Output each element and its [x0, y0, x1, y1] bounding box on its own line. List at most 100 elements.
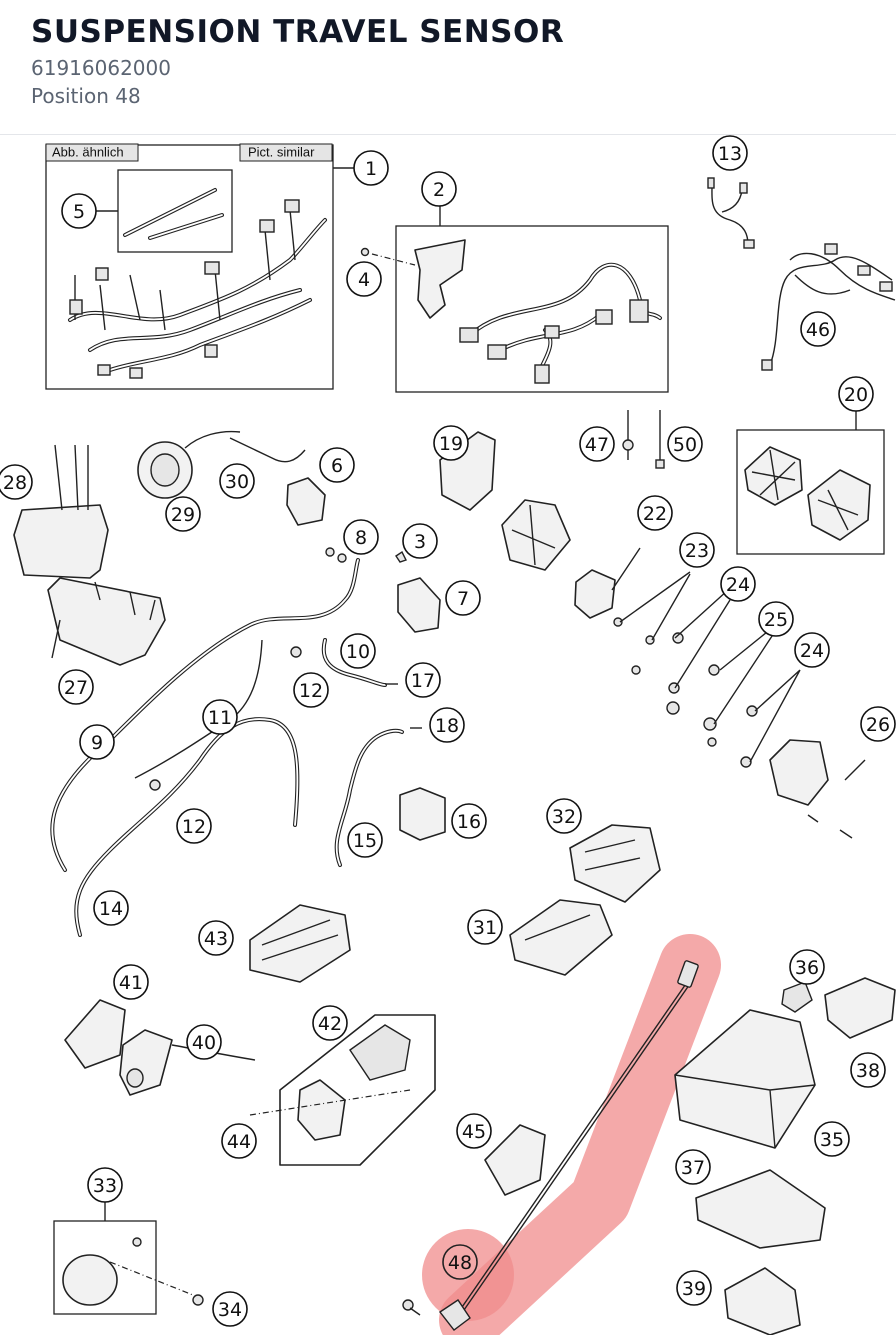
suspension-travel-sensor-cable: [402, 960, 699, 1331]
callout-label: 7: [457, 588, 469, 610]
highlight-blob: [422, 1229, 514, 1321]
callout-6[interactable]: 6: [319, 447, 355, 483]
callout-label: 29: [171, 504, 195, 526]
callout-label: 8: [355, 527, 367, 549]
sensor-bracket: [769, 739, 866, 839]
callout-24[interactable]: 24: [794, 632, 830, 668]
callout-label: 37: [681, 1157, 705, 1179]
callout-label: 11: [208, 707, 232, 729]
right-harness-group: [707, 177, 896, 371]
callout-label: 1: [365, 158, 377, 180]
callout-label: 39: [682, 1278, 706, 1300]
callout-label: 48: [448, 1252, 472, 1274]
callout-label: 6: [331, 455, 343, 477]
part-number: 61916062000: [31, 56, 171, 80]
callout-37[interactable]: 37: [675, 1149, 711, 1185]
callout-33[interactable]: 33: [87, 1167, 123, 1203]
callout-44[interactable]: 44: [221, 1123, 257, 1159]
callout-label: 33: [93, 1175, 117, 1197]
callout-19[interactable]: 19: [433, 425, 469, 461]
bracket-pair-group: [736, 408, 885, 555]
callout-48[interactable]: 48: [442, 1244, 478, 1280]
battery-area-parts: [484, 977, 896, 1335]
callout-label: 13: [718, 143, 742, 165]
callout-5[interactable]: 5: [61, 193, 97, 229]
bolts: [622, 410, 665, 469]
callout-34[interactable]: 34: [212, 1291, 248, 1327]
callout-4[interactable]: 4: [346, 261, 382, 297]
sub-harness-group: [360, 202, 669, 393]
callout-43[interactable]: 43: [198, 920, 234, 956]
callout-15[interactable]: 15: [347, 822, 383, 858]
callout-13[interactable]: 13: [712, 135, 748, 171]
callout-29[interactable]: 29: [165, 496, 201, 532]
callout-32[interactable]: 32: [546, 798, 582, 834]
callout-17[interactable]: 17: [405, 662, 441, 698]
page-title: SUSPENSION TRAVEL SENSOR: [31, 14, 565, 50]
callout-11[interactable]: 11: [202, 699, 238, 735]
control-units: [249, 824, 661, 983]
callout-30[interactable]: 30: [219, 463, 255, 499]
callout-22[interactable]: 22: [637, 495, 673, 531]
callout-label: 24: [726, 574, 750, 596]
callout-label: 44: [227, 1131, 251, 1153]
callout-label: 28: [3, 472, 27, 494]
callout-35[interactable]: 35: [814, 1121, 850, 1157]
callout-36[interactable]: 36: [789, 949, 825, 985]
callout-41[interactable]: 41: [113, 964, 149, 1000]
callout-label: 23: [685, 540, 709, 562]
callout-1[interactable]: 1: [353, 150, 389, 186]
callout-28[interactable]: 28: [0, 464, 33, 500]
callout-40[interactable]: 40: [186, 1024, 222, 1060]
callout-7[interactable]: 7: [445, 580, 481, 616]
callout-47[interactable]: 47: [579, 426, 615, 462]
callout-label: 18: [435, 715, 459, 737]
callout-26[interactable]: 26: [860, 706, 896, 742]
callout-label: 43: [204, 928, 228, 950]
callout-label: 41: [119, 972, 143, 994]
position-label: Position 48: [31, 84, 141, 108]
callout-label: 17: [411, 670, 435, 692]
callout-label: 14: [99, 898, 123, 920]
callout-label: 27: [64, 677, 88, 699]
callout-label: 3: [414, 531, 426, 553]
callout-12[interactable]: 12: [293, 672, 329, 708]
position-callouts: 1234567891011121213141516171819202223242…: [0, 135, 896, 1327]
callout-label: 10: [346, 641, 370, 663]
callout-label: 22: [643, 503, 667, 525]
callout-38[interactable]: 38: [850, 1052, 886, 1088]
callout-label: 42: [318, 1013, 342, 1035]
callout-10[interactable]: 10: [340, 633, 376, 669]
callout-20[interactable]: 20: [838, 376, 874, 412]
callout-50[interactable]: 50: [667, 426, 703, 462]
callout-2[interactable]: 2: [421, 171, 457, 207]
callout-label: 5: [73, 201, 85, 223]
callout-label: 16: [457, 811, 481, 833]
callout-8[interactable]: 8: [343, 519, 379, 555]
callout-27[interactable]: 27: [58, 669, 94, 705]
callout-25[interactable]: 25: [758, 601, 794, 637]
callout-9[interactable]: 9: [79, 724, 115, 760]
callout-label: 46: [806, 319, 830, 341]
callout-42[interactable]: 42: [312, 1005, 348, 1041]
callout-39[interactable]: 39: [676, 1270, 712, 1306]
callout-label: 20: [844, 384, 868, 406]
callout-31[interactable]: 31: [467, 909, 503, 945]
callout-label: 4: [358, 269, 370, 291]
callout-45[interactable]: 45: [456, 1113, 492, 1149]
callout-label: 45: [462, 1121, 486, 1143]
callout-14[interactable]: 14: [93, 890, 129, 926]
callout-label: 12: [299, 680, 323, 702]
callout-24[interactable]: 24: [720, 566, 756, 602]
callout-18[interactable]: 18: [429, 707, 465, 743]
callout-12[interactable]: 12: [176, 808, 212, 844]
callout-46[interactable]: 46: [800, 311, 836, 347]
callout-16[interactable]: 16: [451, 803, 487, 839]
sensor-ring-parts: [137, 430, 306, 499]
callout-label: 30: [225, 471, 249, 493]
callout-3[interactable]: 3: [402, 523, 438, 559]
exploded-parts-diagram: Abb. ähnlich Pict. similar: [0, 135, 896, 1335]
callout-label: 24: [800, 640, 824, 662]
callout-23[interactable]: 23: [679, 532, 715, 568]
callout-label: 2: [433, 179, 445, 201]
